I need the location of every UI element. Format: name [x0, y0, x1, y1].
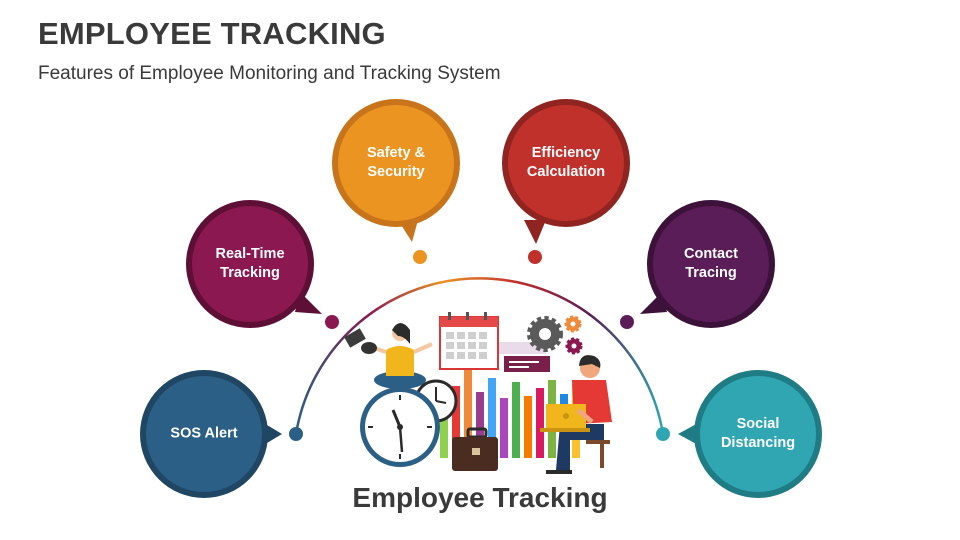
feature-label-social-distancing: Social Distancing	[720, 416, 796, 451]
feature-label-contact-tracing: Contact Tracing	[684, 246, 738, 281]
page-subtitle: Features of Employee Monitoring and Trac…	[38, 63, 501, 84]
woman-meditating-icon	[344, 323, 433, 389]
feature-label-safety-security: Safety & Security	[366, 145, 426, 180]
connector-dot-safety-security	[413, 250, 427, 264]
clock-icon	[360, 387, 440, 467]
man-with-laptop-icon	[540, 355, 612, 474]
connector-dot-social-distancing	[656, 427, 670, 441]
center-label: Employee Tracking	[352, 482, 608, 513]
briefcase-icon	[452, 427, 498, 471]
message-card-icon	[504, 356, 550, 372]
feature-bubble-contact-tracing	[640, 200, 775, 328]
connector-arc	[294, 277, 665, 435]
page-title: EMPLOYEE TRACKING	[38, 16, 386, 51]
feature-label-sos-alert: SOS Alert	[170, 425, 238, 442]
connector-dot-sos-alert	[289, 427, 303, 441]
gear-icon	[527, 315, 583, 355]
connector-dot-contact-tracing	[620, 315, 634, 329]
feature-bubble-social-distancing	[678, 370, 822, 498]
feature-bubble-efficiency-calculation	[502, 99, 630, 244]
calendar-icon	[439, 312, 499, 370]
feature-label-real-time-tracking: Real-Time Tracking	[215, 246, 285, 281]
connector-dot-real-time-tracking	[325, 315, 339, 329]
feature-label-efficiency-calculation: Efficiency Calculation	[526, 145, 606, 180]
feature-bubble-sos-alert	[140, 370, 282, 498]
connector-dot-efficiency-calculation	[528, 250, 542, 264]
illustration	[344, 312, 612, 474]
feature-bubble-safety-security	[332, 99, 460, 242]
feature-bubble-real-time-tracking	[186, 200, 322, 328]
